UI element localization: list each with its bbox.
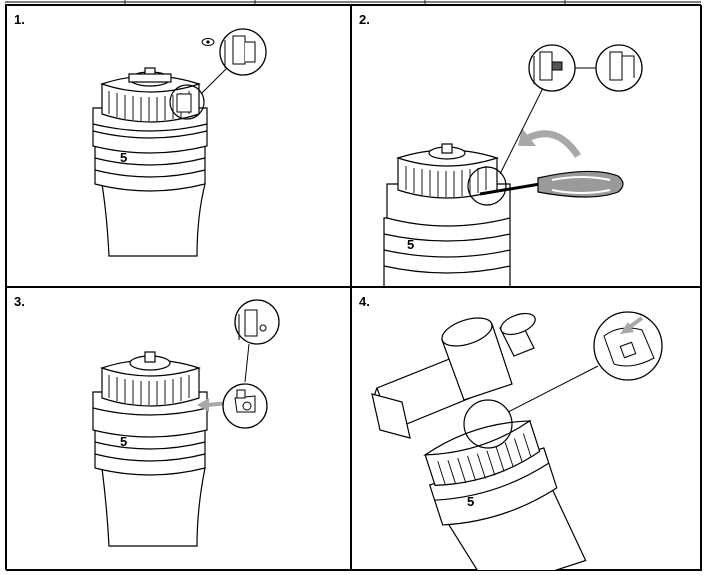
step-4-illustration: 5 [371, 311, 663, 570]
step-3-illustration: 5 [92, 299, 280, 547]
step-1-dial-label: 5 [120, 150, 127, 165]
top-strip [5, 0, 701, 4]
step-3-number: 3. [14, 294, 25, 309]
step-2-dial-label: 5 [407, 237, 414, 252]
step-4-dial-label: 5 [467, 494, 474, 509]
step-1-panel: 1. [6, 5, 351, 287]
eye-icon [201, 38, 215, 46]
step-3-dial-label: 5 [120, 434, 127, 449]
step-1-illustration: 5 [92, 28, 267, 257]
step-4-number: 4. [359, 294, 370, 309]
step-2-panel: 2. [351, 5, 702, 287]
step-3-panel: 3. [6, 287, 351, 571]
step-4-panel: 4. [351, 287, 702, 571]
screwdriver [479, 170, 624, 198]
steps-grid: 1. [5, 4, 702, 571]
step-2-illustration: 5 [383, 44, 643, 286]
step-1-number: 1. [14, 12, 25, 27]
step-2-number: 2. [359, 12, 370, 27]
